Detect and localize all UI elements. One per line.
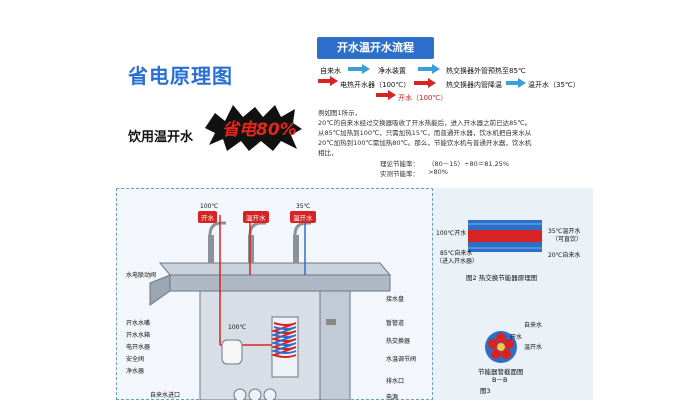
label-boiling-tank: 开水水箱 [126,332,151,339]
flow-arrow [376,90,396,100]
theory-rate-value: （80－15）÷80＝81.25% [428,160,510,168]
flow-node-exchanger-outer: 热交换器外管预热至85℃ [446,67,526,75]
description-line: 20℃的自来水经过交换器吸收了开水热能后，进入开水器之前已达85℃。 [318,119,532,127]
description-line: 从85℃加热到100℃，只需加热15℃，而普通开水器，饮水机把自来水从 [318,129,532,137]
label-pipe: 暂管道 [386,320,405,327]
flow-arrow [414,78,436,88]
label-drain: 排水口 [386,378,405,385]
water-machine-drawing [149,215,392,400]
flow-arrow [318,76,338,86]
inset-label-preheated-note: （进入开水器） [436,258,479,265]
flow-node-boiling-water: 开水（100℃） [398,94,448,102]
label-power: 电源 [386,394,399,401]
saving-burst-shape [205,105,302,151]
inset-label-warm: 35℃温开水 [548,228,581,235]
actual-rate-value: >80% [428,168,448,176]
subtitle: 饮用温开水 [128,130,194,145]
flow-arrow [506,78,526,88]
inner-temp-label: 100℃ [228,324,247,331]
label-electric-boiler: 电开水器 [126,344,151,351]
label-linkage-valve: 水电联动阀 [126,272,157,279]
tag-warm-water-2: 温开水 [290,211,316,223]
section-label-boiling: 开水 [510,334,523,341]
description-line: 20℃加热到100℃需加热80℃。那么，节能饮水机与普通开水器，饮水机 [318,139,532,147]
section-label-tap: 自来水 [524,322,543,329]
cross-section-figure [485,331,517,363]
flow-node-boiler: 电热开水器（100℃） [340,81,411,89]
figure-2-caption: 图2 热交换节能器原理图 [466,274,538,282]
description-line: 例如图1所示， [318,109,362,117]
label-purifier: 净水器 [126,368,145,375]
tag-boiling-water: 开水 [198,211,217,223]
theory-rate-label: 理论节能率： [380,160,419,168]
flow-node-tap-water: 自来水 [320,67,341,75]
figure-3-caption: 图3 [480,387,491,395]
page-title: 省电原理图 [128,64,233,88]
inset-label-preheated: 85℃自来水 [440,250,473,257]
warm-temp-label: 35℃ [296,203,311,210]
description: 例如图1所示， 20℃的自来水经过交换器吸收了开水热能后，进入开水器之前已达85… [318,108,568,158]
label-water-inlet: 自来水进口 [150,392,181,399]
label-heat-exchanger: 热交换器 [386,338,411,345]
inset-label-warm-note: （可直饮） [552,236,583,243]
label-boiling-tap: 开水水嘴 [126,320,151,327]
boiling-temp-label: 100℃ [200,203,219,210]
tag-warm-water: 温开水 [243,211,269,223]
heat-exchanger-figure [468,220,542,252]
actual-rate-label: 实测节能率： [380,170,419,178]
flow-node-purifier: 净水装置 [378,67,406,75]
label-safety-valve: 安全阀 [126,356,145,363]
label-temp-valve: 水温调节阀 [386,356,417,363]
flow-arrow [418,64,440,74]
flow-node-exchanger-inner: 热交换器内管降温 [446,81,502,89]
flow-node-warm-water: 温开水（35℃） [528,81,580,89]
inset-label-tap: 20℃自来水 [548,252,581,259]
saving-text: 省电80% [222,120,297,140]
label-drip-tray: 接水盘 [386,296,405,303]
description-line: 相比， [318,149,338,157]
flow-arrow [348,64,370,74]
section-caption-bb: B－B [492,376,508,384]
section-label-warm: 温开水 [524,344,543,351]
flow-title: 开水温开水流程 [317,37,434,59]
inset-label-boiling: 100℃开水 [436,230,467,237]
section-caption: 节能器管截面图 [478,368,524,376]
